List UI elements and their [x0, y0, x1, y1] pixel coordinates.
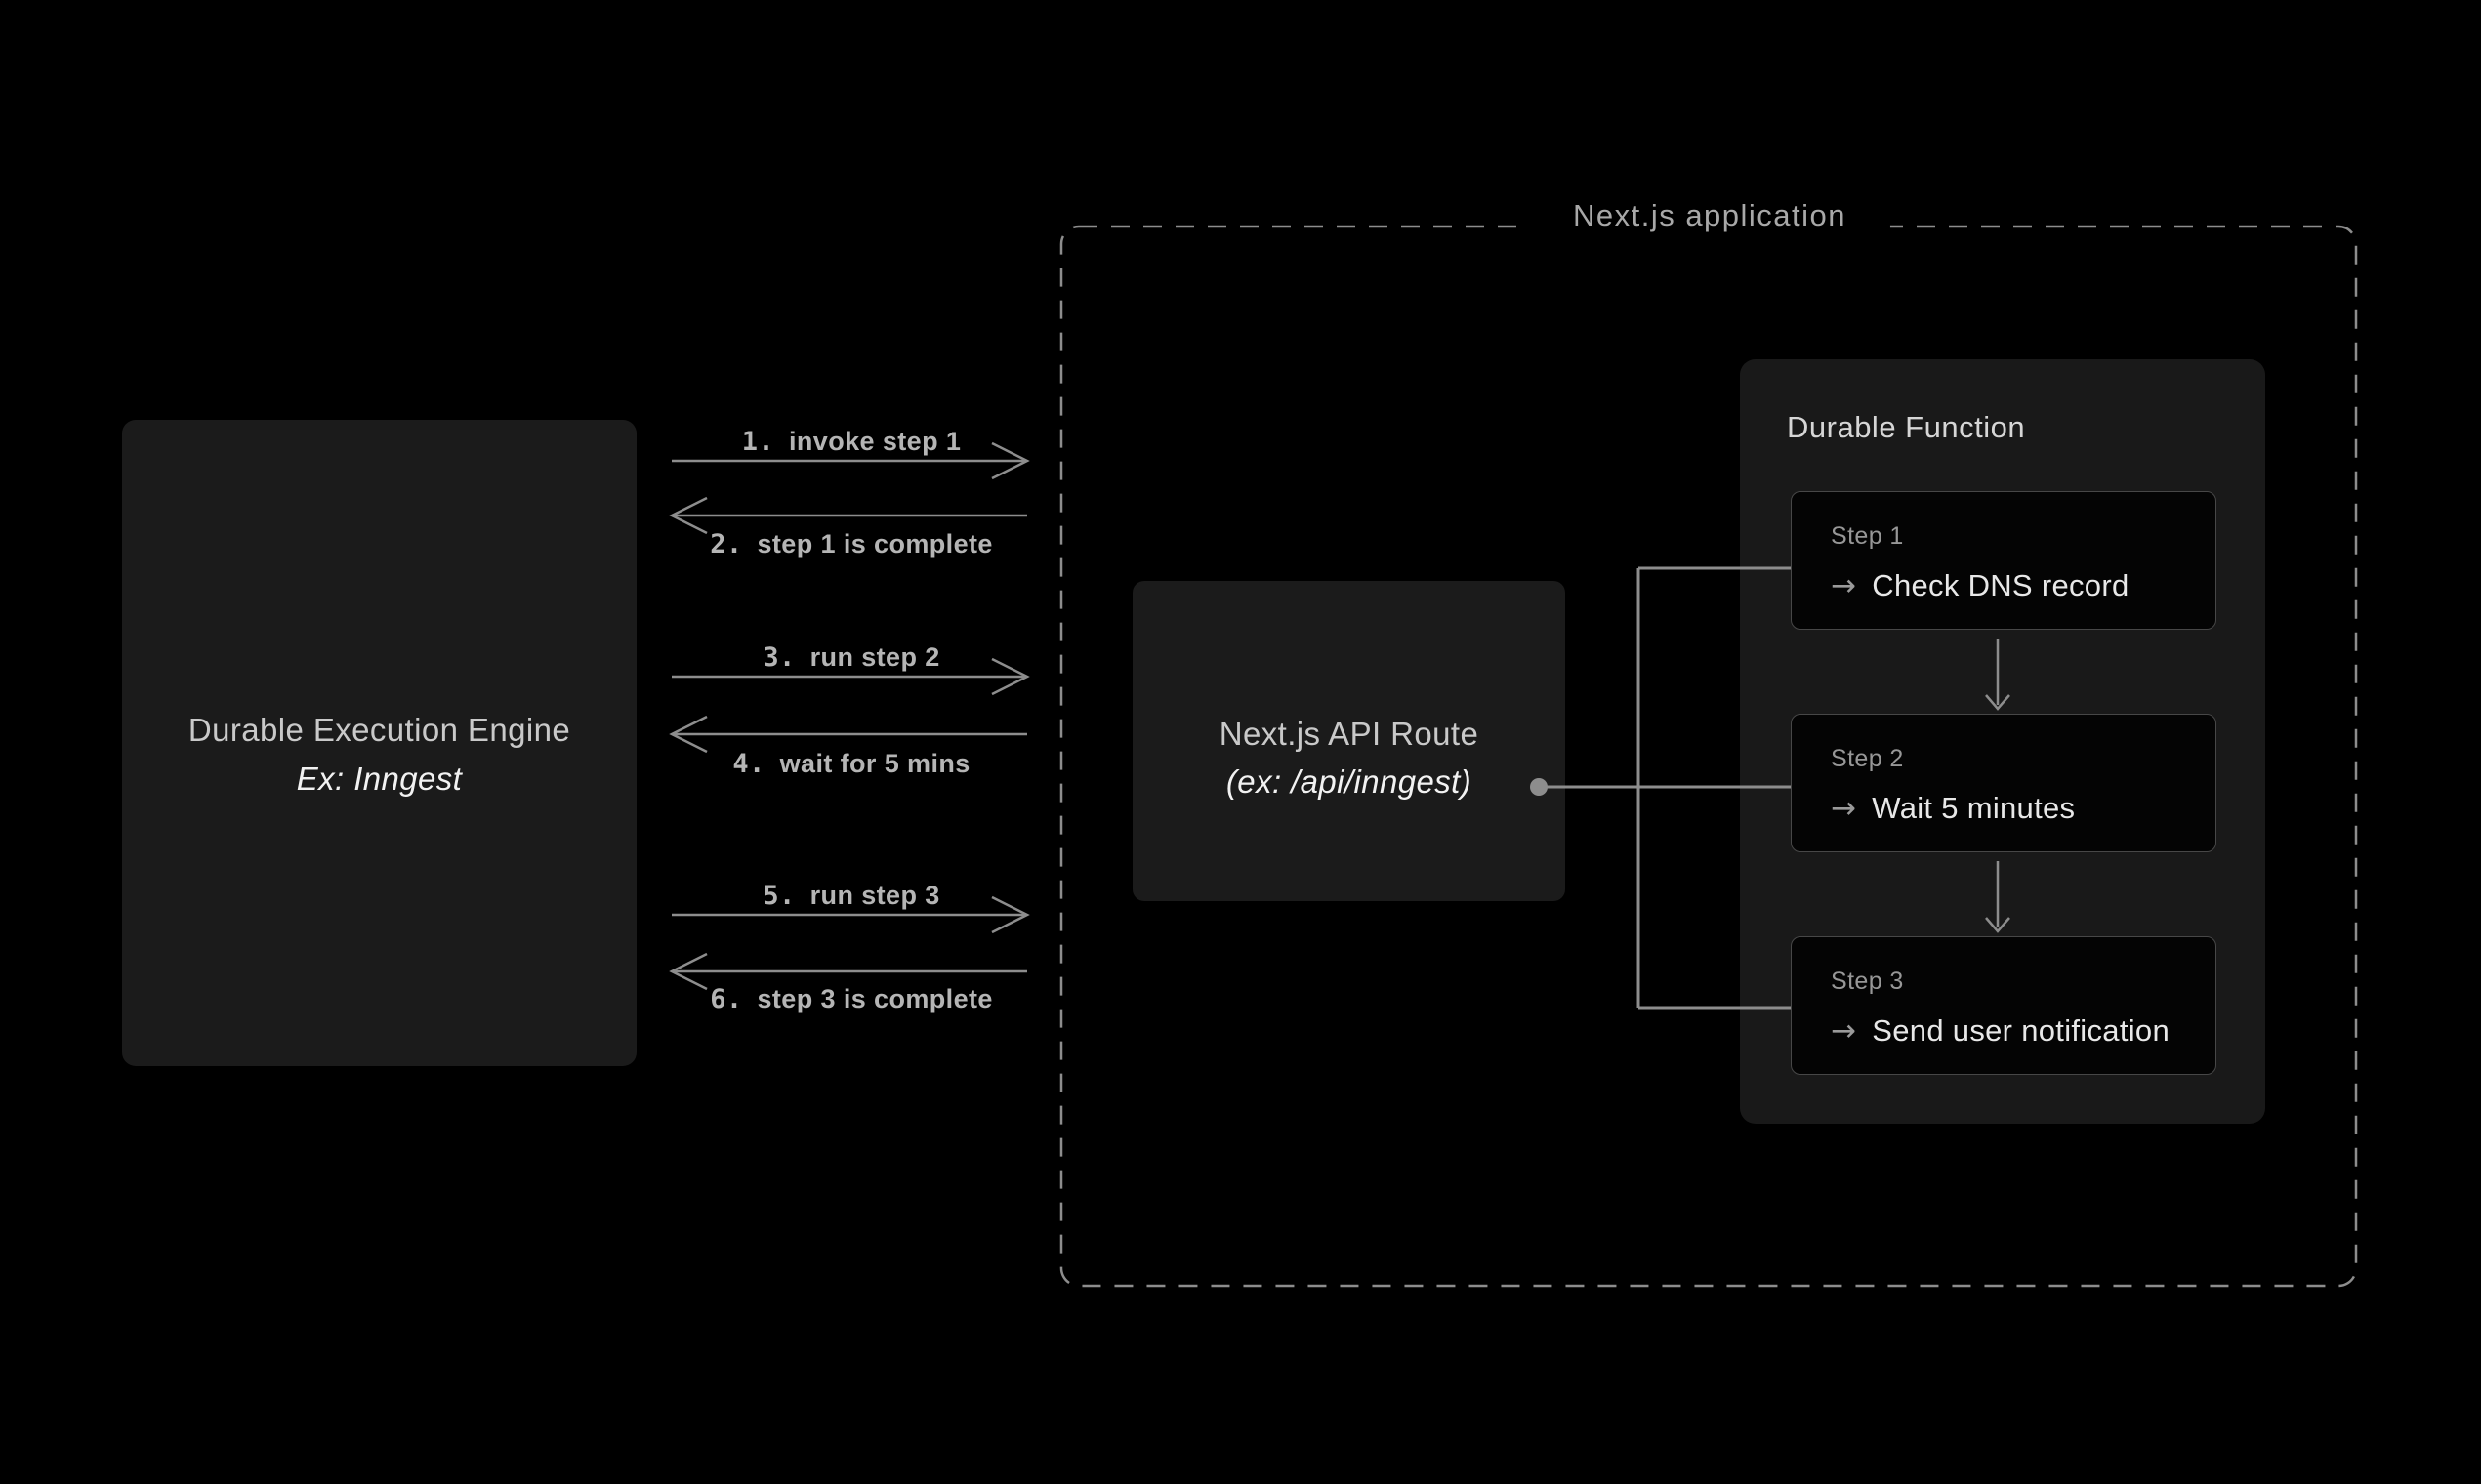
step-1-action-text: Check DNS record [1872, 568, 2130, 602]
step-2-action: → Wait 5 minutes [1831, 789, 2215, 828]
seq-label-6-num: 6. [710, 984, 743, 1014]
step-3-label: Step 3 [1831, 968, 1904, 995]
engine-box-text: Durable Execution Engine Ex: Inngest [122, 706, 637, 804]
step-1-label: Step 1 [1831, 522, 1904, 550]
arrow-right-icon: → [1831, 1013, 1857, 1049]
seq-label-1-text: invoke step 1 [789, 427, 962, 456]
seq-label-3-text: run step 2 [809, 642, 940, 672]
seq-label-6-text: step 3 is complete [757, 984, 993, 1013]
seq-label-1-num: 1. [741, 427, 775, 457]
api-route-title: Next.js API Route [1219, 716, 1479, 752]
api-box-text: Next.js API Route (ex: /api/inngest) [1133, 710, 1565, 805]
seq-label-6: 6. step 3 is complete [664, 982, 1039, 1015]
step-2-action-text: Wait 5 minutes [1872, 791, 2076, 825]
seq-label-4-text: wait for 5 mins [779, 749, 971, 778]
step-1-action: → Check DNS record [1831, 566, 2215, 605]
arrow-right-icon: → [1831, 568, 1857, 603]
step-2-label: Step 2 [1831, 745, 1904, 772]
step-card-1: Step 1 → Check DNS record [1791, 491, 2216, 630]
engine-title: Durable Execution Engine [187, 712, 571, 748]
nextjs-app-label: Next.js application [1528, 192, 1891, 239]
durable-function-title: Durable Function [1787, 410, 2026, 444]
api-route-subtitle: (ex: /api/inngest) [1225, 763, 1472, 800]
api-route-box: Next.js API Route (ex: /api/inngest) [1133, 581, 1565, 901]
seq-label-1: 1. invoke step 1 [664, 425, 1039, 458]
seq-label-5-text: run step 3 [809, 881, 940, 910]
step-card-3: Step 3 → Send user notification [1791, 936, 2216, 1075]
seq-label-2-num: 2. [710, 529, 743, 559]
step-3-action-text: Send user notification [1872, 1013, 2171, 1048]
seq-label-5-num: 5. [763, 881, 796, 911]
step-3-action: → Send user notification [1831, 1011, 2215, 1051]
seq-label-4: 4. wait for 5 mins [664, 747, 1039, 780]
engine-subtitle: Ex: Inngest [296, 761, 463, 797]
seq-label-3: 3. run step 2 [664, 640, 1039, 674]
step-card-2: Step 2 → Wait 5 minutes [1791, 714, 2216, 852]
seq-label-4-num: 4. [732, 749, 765, 779]
seq-label-3-num: 3. [763, 642, 796, 673]
seq-label-2: 2. step 1 is complete [664, 527, 1039, 560]
seq-label-5: 5. run step 3 [664, 879, 1039, 912]
seq-label-2-text: step 1 is complete [757, 529, 993, 558]
arrow-right-icon: → [1831, 791, 1857, 826]
durable-function-panel: Durable Function Step 1 → Check DNS recor… [1740, 359, 2265, 1124]
durable-execution-engine-box: Durable Execution Engine Ex: Inngest [122, 420, 637, 1066]
